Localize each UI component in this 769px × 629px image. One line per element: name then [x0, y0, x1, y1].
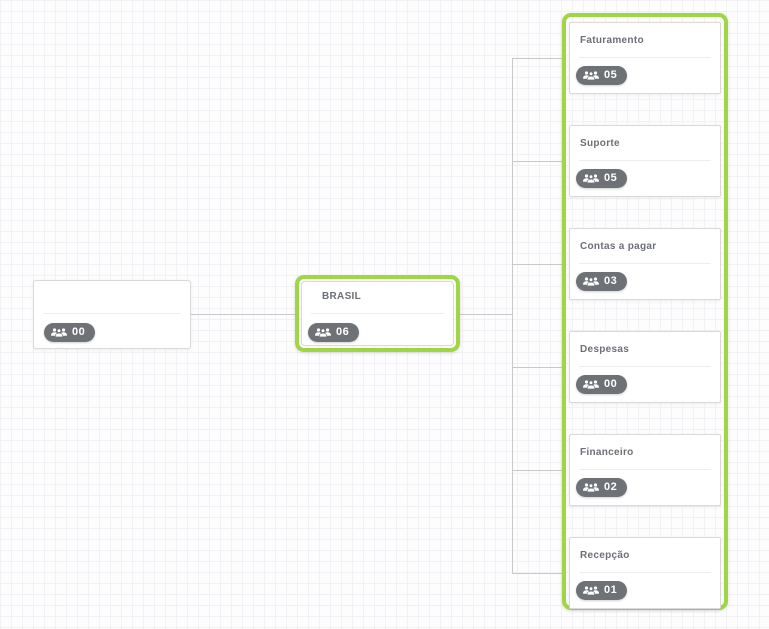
member-count-badge[interactable]: 00	[576, 375, 628, 394]
connector-root-parent	[191, 314, 295, 315]
member-count: 03	[604, 275, 618, 287]
users-icon	[315, 327, 331, 338]
node-title: Suporte	[580, 138, 620, 149]
member-count: 06	[336, 326, 350, 338]
node-divider	[579, 57, 711, 58]
member-count-badge[interactable]: 05	[576, 169, 628, 188]
member-count: 02	[604, 481, 618, 493]
node-divider	[579, 366, 711, 367]
users-icon	[583, 173, 599, 184]
connector-trunk	[512, 58, 513, 574]
users-icon	[583, 585, 599, 596]
connector-branch-4	[512, 367, 562, 368]
member-count: 05	[604, 69, 618, 81]
connector-branch-3	[512, 264, 562, 265]
connector-branch-6	[512, 573, 562, 574]
member-count: 01	[604, 584, 618, 596]
org-node-child-financeiro[interactable]: Financeiro 02	[569, 434, 721, 506]
member-count: 00	[72, 326, 86, 338]
node-title: Faturamento	[580, 35, 644, 46]
users-icon	[583, 70, 599, 81]
member-count-badge[interactable]: 01	[576, 581, 628, 600]
connector-branch-5	[512, 470, 562, 471]
node-divider	[579, 160, 711, 161]
node-divider	[43, 313, 181, 314]
member-count: 00	[604, 378, 618, 390]
org-node-root[interactable]: 00	[33, 280, 191, 349]
org-node-child-despesas[interactable]: Despesas 00	[569, 331, 721, 403]
org-node-child-recepcao[interactable]: Recepção 01	[569, 537, 721, 609]
member-count: 05	[604, 172, 618, 184]
connector-branch-2	[512, 161, 562, 162]
node-title: Financeiro	[580, 447, 634, 458]
users-icon	[583, 482, 599, 493]
node-divider	[579, 469, 711, 470]
member-count-badge[interactable]: 05	[576, 66, 628, 85]
users-icon	[51, 327, 67, 338]
org-node-child-contas-a-pagar[interactable]: Contas a pagar 03	[569, 228, 721, 300]
org-node-child-suporte[interactable]: Suporte 05	[569, 125, 721, 197]
member-count-badge[interactable]: 03	[576, 272, 628, 291]
member-count-badge[interactable]: 06	[308, 323, 360, 342]
connector-branch-1	[512, 58, 562, 59]
node-title: BRASIL	[322, 291, 362, 302]
node-title: Contas a pagar	[580, 241, 657, 252]
member-count-badge[interactable]: 02	[576, 478, 628, 497]
connector-parent-trunk	[460, 314, 512, 315]
node-title-empty	[34, 281, 190, 313]
users-icon	[583, 379, 599, 390]
node-title: Despesas	[580, 344, 630, 355]
node-divider	[311, 313, 444, 314]
org-node-parent[interactable]: BRASIL 06	[295, 275, 460, 352]
users-icon	[583, 276, 599, 287]
node-divider	[579, 263, 711, 264]
org-node-child-faturamento[interactable]: Faturamento 05	[569, 22, 721, 94]
node-title: Recepção	[580, 550, 630, 561]
children-group-frame	[562, 13, 728, 610]
member-count-badge[interactable]: 00	[44, 323, 96, 342]
node-divider	[579, 572, 711, 573]
